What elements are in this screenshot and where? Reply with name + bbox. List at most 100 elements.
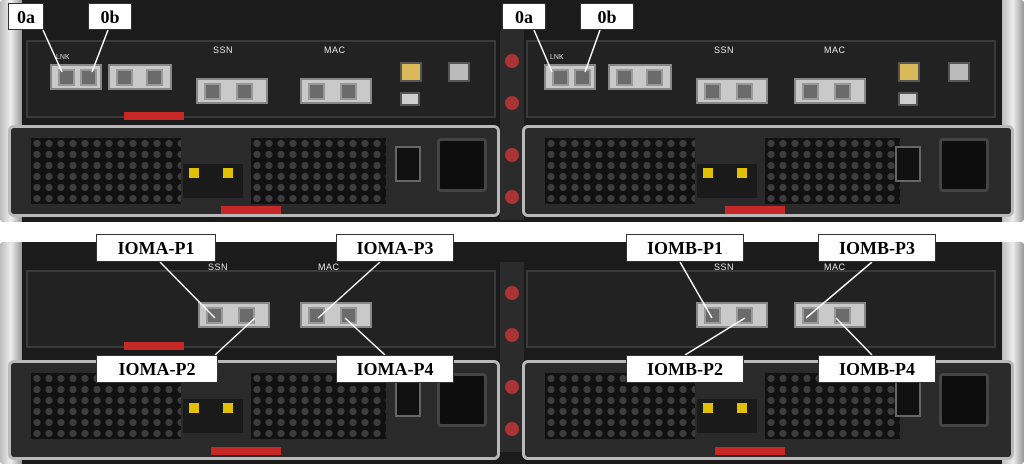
port-group-mac bbox=[300, 78, 372, 104]
psu-handle[interactable] bbox=[715, 447, 785, 455]
callout-0a-left: 0a bbox=[8, 3, 44, 30]
power-socket bbox=[939, 373, 989, 427]
vent bbox=[251, 138, 386, 204]
port-0a[interactable] bbox=[552, 69, 569, 86]
port-e0f[interactable] bbox=[340, 83, 357, 100]
warning-panel bbox=[697, 164, 757, 198]
controller-b: LNK SSN MAC bbox=[526, 40, 996, 118]
psu-right bbox=[522, 360, 1014, 460]
port-group-e0a-e0b bbox=[108, 64, 172, 90]
port-e0b[interactable] bbox=[146, 69, 163, 86]
warning-panel bbox=[183, 164, 243, 198]
badge-b bbox=[505, 96, 519, 110]
vent bbox=[31, 373, 181, 439]
port-e0e[interactable] bbox=[308, 83, 325, 100]
ssn-label: SSN bbox=[213, 45, 234, 55]
badge-a bbox=[505, 54, 519, 68]
ssn-label: SSN bbox=[208, 262, 229, 272]
mac-label: MAC bbox=[824, 262, 846, 272]
callout-iomb-p4: IOMB-P4 bbox=[818, 355, 936, 383]
mac-label: MAC bbox=[324, 45, 346, 55]
badge-psu2 bbox=[505, 190, 519, 204]
rj45-port[interactable] bbox=[898, 62, 920, 82]
vent bbox=[545, 138, 695, 204]
port-ioma-p2[interactable] bbox=[238, 307, 255, 324]
center-column bbox=[500, 262, 524, 452]
psu-handle[interactable] bbox=[211, 447, 281, 455]
usb-port[interactable] bbox=[898, 92, 918, 106]
port-e0a[interactable] bbox=[116, 69, 133, 86]
lnk-label: LNK bbox=[550, 54, 564, 61]
port-0a[interactable] bbox=[58, 69, 75, 86]
port-e0d[interactable] bbox=[236, 83, 253, 100]
badge-psu1 bbox=[505, 380, 519, 394]
ssn-label: SSN bbox=[714, 262, 735, 272]
warning-panel bbox=[697, 399, 757, 433]
bottom-chassis: SSN MAC SSN MAC bbox=[0, 242, 1024, 464]
port-iomb-p3[interactable] bbox=[802, 307, 819, 324]
warning-panel bbox=[183, 399, 243, 433]
mgmt-port[interactable] bbox=[448, 62, 470, 82]
port-ioma-p4[interactable] bbox=[340, 307, 357, 324]
power-switch[interactable] bbox=[895, 146, 921, 182]
psu-right bbox=[522, 125, 1014, 217]
port-e0b[interactable] bbox=[646, 69, 663, 86]
port-group-mac bbox=[794, 78, 866, 104]
callout-iomb-p2: IOMB-P2 bbox=[626, 355, 744, 383]
port-group-ssn bbox=[196, 78, 268, 104]
port-group-0a-0b: LNK bbox=[50, 54, 102, 90]
psu-handle[interactable] bbox=[221, 206, 281, 214]
port-e0c[interactable] bbox=[704, 83, 721, 100]
controller-b: SSN MAC bbox=[526, 262, 996, 348]
port-e0d[interactable] bbox=[736, 83, 753, 100]
port-group-ioma-right bbox=[300, 302, 372, 328]
callout-0b-right: 0b bbox=[580, 3, 634, 30]
port-0b[interactable] bbox=[80, 69, 97, 86]
top-chassis: LNK SSN MAC LNK bbox=[0, 0, 1024, 222]
power-switch[interactable] bbox=[895, 381, 921, 417]
port-group-ioma-left bbox=[198, 302, 270, 328]
vent bbox=[765, 373, 900, 439]
vent bbox=[765, 138, 900, 204]
port-e0a[interactable] bbox=[616, 69, 633, 86]
rj45-port[interactable] bbox=[400, 62, 422, 82]
badge-psu1 bbox=[505, 148, 519, 162]
mac-label: MAC bbox=[318, 262, 340, 272]
port-group-iomb-right bbox=[794, 302, 866, 328]
port-e0e[interactable] bbox=[802, 83, 819, 100]
controller-a: LNK SSN MAC bbox=[26, 40, 496, 120]
power-switch[interactable] bbox=[395, 146, 421, 182]
callout-ioma-p4: IOMA-P4 bbox=[336, 355, 454, 383]
psu-handle[interactable] bbox=[725, 206, 785, 214]
port-ioma-p1[interactable] bbox=[206, 307, 223, 324]
badge-psu2 bbox=[505, 422, 519, 436]
controller-handle[interactable] bbox=[124, 112, 184, 120]
badge-a bbox=[505, 286, 519, 300]
port-e0c[interactable] bbox=[204, 83, 221, 100]
usb-port[interactable] bbox=[400, 92, 420, 106]
port-group-iomb-left bbox=[696, 302, 768, 328]
callout-0b-left: 0b bbox=[88, 3, 132, 30]
lnk-label: LNK bbox=[56, 54, 70, 61]
port-e0f[interactable] bbox=[834, 83, 851, 100]
controller-handle[interactable] bbox=[124, 342, 184, 350]
port-ioma-p3[interactable] bbox=[308, 307, 325, 324]
mgmt-port[interactable] bbox=[948, 62, 970, 82]
port-group-e0a-e0b bbox=[608, 64, 672, 90]
callout-0a-right: 0a bbox=[502, 3, 546, 30]
power-switch[interactable] bbox=[395, 381, 421, 417]
port-iomb-p1[interactable] bbox=[704, 307, 721, 324]
vent bbox=[545, 373, 695, 439]
port-0b[interactable] bbox=[574, 69, 591, 86]
callout-ioma-p2: IOMA-P2 bbox=[96, 355, 218, 383]
vent bbox=[251, 373, 386, 439]
port-group-ssn bbox=[696, 78, 768, 104]
badge-b bbox=[505, 328, 519, 342]
callout-ioma-p1: IOMA-P1 bbox=[96, 234, 216, 262]
power-socket bbox=[939, 138, 989, 192]
psu-left bbox=[8, 125, 500, 217]
power-socket bbox=[437, 138, 487, 192]
controller-a: SSN MAC bbox=[26, 262, 496, 350]
port-iomb-p4[interactable] bbox=[834, 307, 851, 324]
port-iomb-p2[interactable] bbox=[736, 307, 753, 324]
